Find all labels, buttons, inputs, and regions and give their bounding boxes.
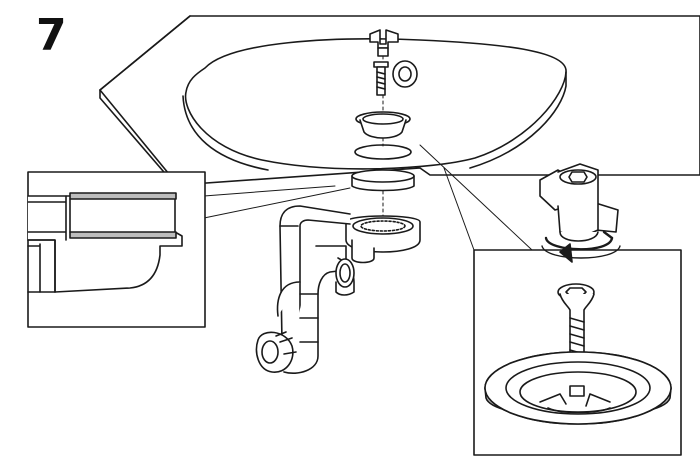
washer-small bbox=[392, 60, 418, 88]
detail-inset-left bbox=[27, 171, 351, 328]
drain-collar bbox=[351, 169, 415, 192]
pipe-trap bbox=[255, 205, 421, 374]
rotate-arrow-icon bbox=[541, 230, 621, 263]
strainer-icon bbox=[484, 351, 672, 425]
step-number: 7 bbox=[36, 10, 67, 61]
wing-bolt-icon bbox=[539, 163, 619, 242]
screw-small bbox=[373, 61, 389, 96]
strainer-small bbox=[355, 111, 411, 139]
